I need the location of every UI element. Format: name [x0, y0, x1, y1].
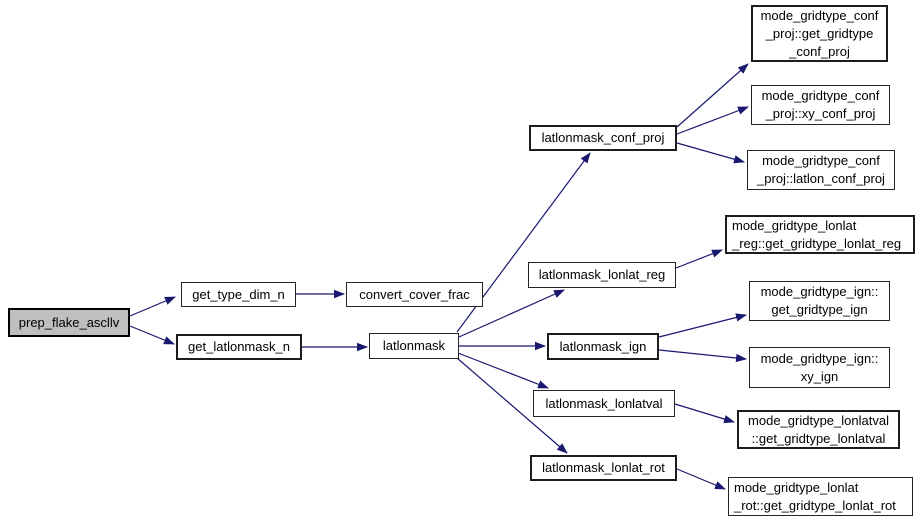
node-label: prep_flake_ascllv [18, 314, 120, 330]
node-latlonmask_lonlat_reg[interactable]: latlonmask_lonlat_reg [528, 262, 676, 288]
node-label: mode_gridtype_lonlatval ::get_gridtype_l… [748, 412, 889, 446]
node-mode_gridtype_lonlat_rot-get_gridtype_lonlat_rot[interactable]: mode_gridtype_lonlat _rot::get_gridtype_… [728, 477, 913, 516]
node-label: latlonmask [382, 338, 446, 353]
node-label: mode_gridtype_conf _proj::get_gridtype _… [760, 7, 879, 59]
node-label: mode_gridtype_ign:: xy_ign [760, 350, 879, 384]
node-label: convert_cover_frac [359, 286, 470, 302]
node-mode_gridtype_ign-xy_ign[interactable]: mode_gridtype_ign:: xy_ign [749, 347, 890, 388]
node-label: latlonmask_lonlat_reg [538, 267, 666, 282]
node-label: mode_gridtype_ign:: get_gridtype_ign [760, 284, 879, 317]
node-get_latlonmask_n[interactable]: get_latlonmask_n [176, 334, 302, 360]
node-mode_gridtype_lonlatval-get_gridtype_lonlatval[interactable]: mode_gridtype_lonlatval ::get_gridtype_l… [737, 410, 900, 449]
node-get_type_dim_n[interactable]: get_type_dim_n [181, 282, 296, 307]
node-convert_cover_frac[interactable]: convert_cover_frac [346, 282, 483, 307]
node-label: latlonmask_lonlat_rot [542, 460, 665, 475]
node-mode_gridtype_conf_proj-get_gridtype_conf_proj[interactable]: mode_gridtype_conf _proj::get_gridtype _… [751, 5, 888, 62]
node-label: latlonmask_lonlatval [545, 395, 663, 411]
node-mode_gridtype_ign-get_gridtype_ign[interactable]: mode_gridtype_ign:: get_gridtype_ign [749, 281, 890, 321]
node-latlonmask[interactable]: latlonmask [369, 333, 459, 359]
node-label: latlonmask_conf_proj [541, 130, 665, 145]
node-label: get_latlonmask_n [188, 339, 290, 354]
node-latlonmask_lonlatval[interactable]: latlonmask_lonlatval [533, 390, 675, 417]
node-mode_gridtype_lonlat_reg-get_gridtype_lonlat_reg[interactable]: mode_gridtype_lonlat _reg::get_gridtype_… [725, 215, 915, 254]
node-label: mode_gridtype_lonlat _rot::get_gridtype_… [734, 479, 896, 513]
node-label: mode_gridtype_conf _proj::latlon_conf_pr… [757, 153, 885, 186]
node-label: get_type_dim_n [192, 286, 285, 302]
node-label: mode_gridtype_conf _proj::xy_conf_proj [761, 88, 880, 121]
node-label: latlonmask_ign [559, 338, 647, 354]
node-mode_gridtype_conf_proj-latlon_conf_proj[interactable]: mode_gridtype_conf _proj::latlon_conf_pr… [747, 150, 895, 190]
node-latlonmask_lonlat_rot[interactable]: latlonmask_lonlat_rot [530, 455, 677, 481]
node-prep_flake_ascllv: prep_flake_ascllv [8, 308, 130, 337]
node-latlonmask_conf_proj[interactable]: latlonmask_conf_proj [529, 125, 677, 151]
node-mode_gridtype_conf_proj-xy_conf_proj[interactable]: mode_gridtype_conf _proj::xy_conf_proj [751, 85, 890, 125]
node-latlonmask_ign[interactable]: latlonmask_ign [547, 333, 659, 360]
node-label: mode_gridtype_lonlat _reg::get_gridtype_… [732, 217, 902, 251]
